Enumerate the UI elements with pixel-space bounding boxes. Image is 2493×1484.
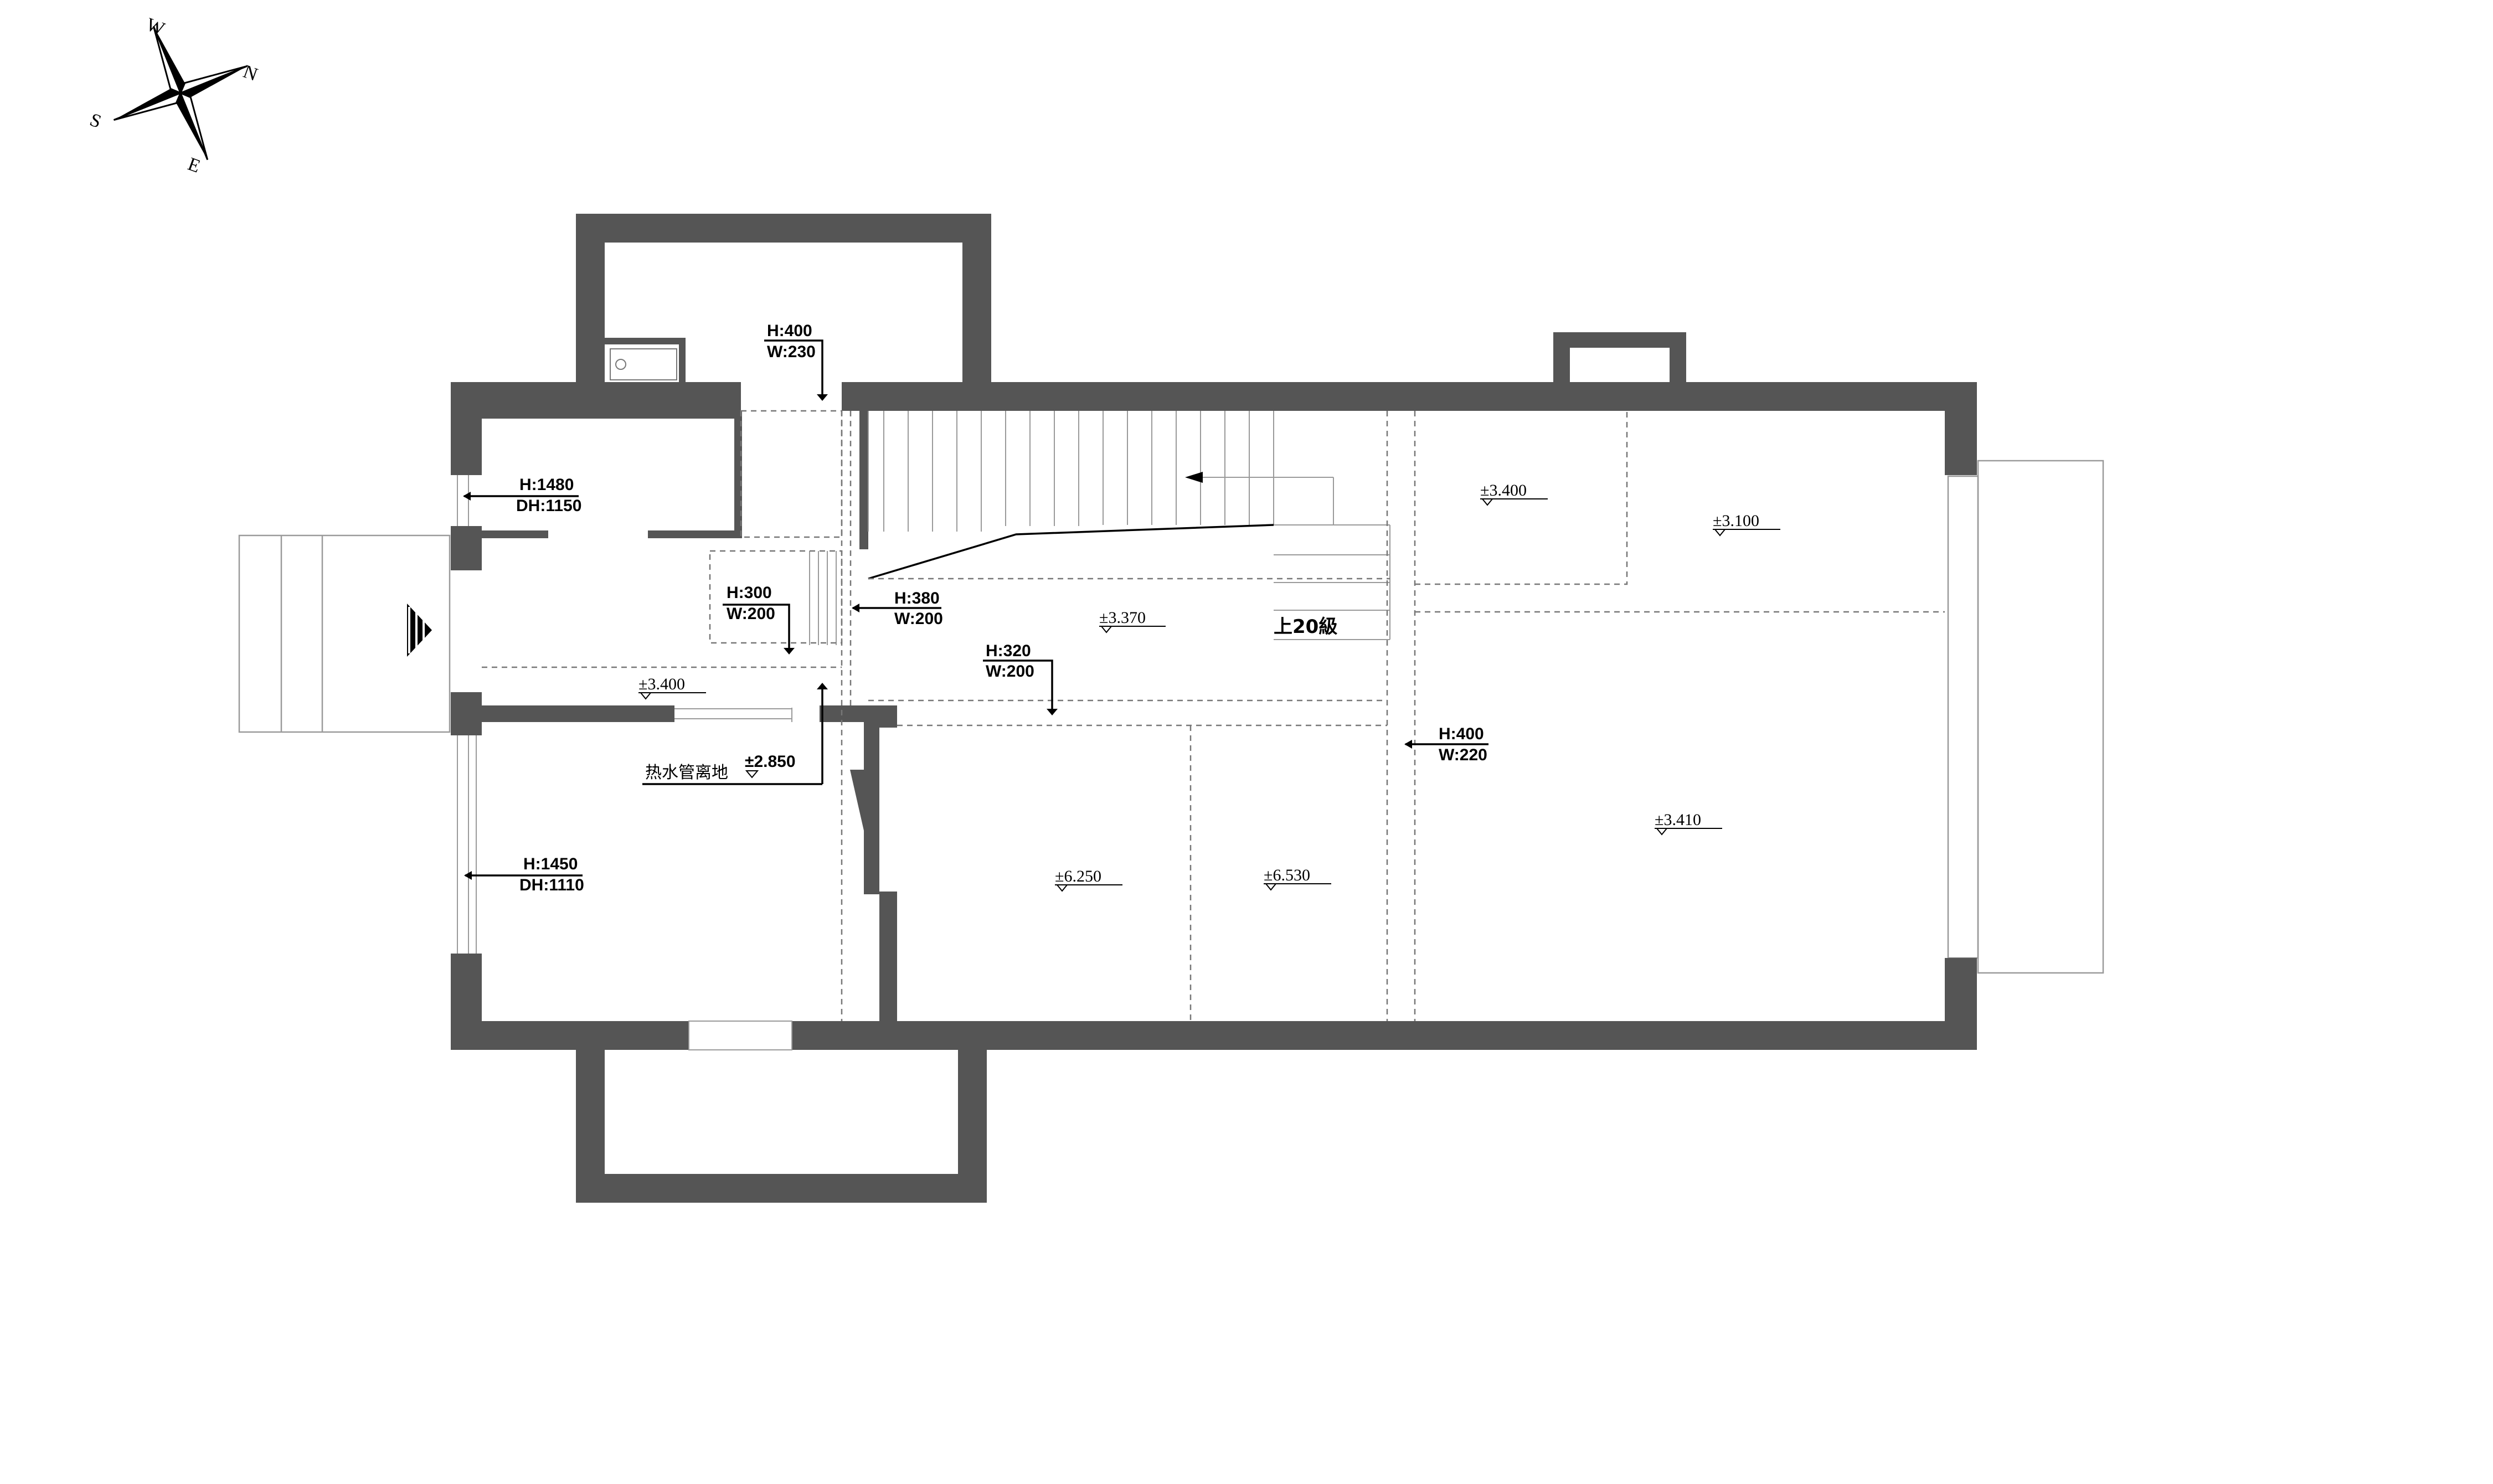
ceiling-dashed-lines — [482, 410, 1945, 1021]
annotation-east-door: H:400 W:220 — [1404, 725, 1488, 764]
annotation-west-window-upper: H:1480 DH:1150 — [463, 476, 581, 515]
hot-water-pipe-note: 热水管离地 — [645, 763, 728, 782]
annotation-top-door: H:400 W:230 — [764, 322, 828, 401]
west-window-upper-dh: DH:1150 — [516, 497, 581, 515]
inner-door-a-height: H:300 — [727, 584, 772, 602]
inner-door-b-width: W:200 — [894, 610, 943, 628]
inner-door-b-height: H:380 — [894, 589, 940, 607]
annotation-west-window-lower: H:1450 DH:1110 — [464, 855, 584, 894]
compass-south-label: S — [87, 110, 104, 132]
compass-north-label: N — [240, 61, 260, 85]
inner-door-c-width: W:200 — [986, 662, 1034, 681]
inner-door-a-width: W:200 — [727, 605, 775, 623]
level-mark-ne-large: ±3.100 — [1713, 512, 1780, 537]
east-window-glazing — [1947, 475, 1979, 959]
west-window-lower-height: H:1450 — [523, 855, 578, 873]
staircase — [809, 411, 1390, 645]
inner-door-c-height: H:320 — [986, 642, 1031, 660]
level-hall: ±3.370 — [1099, 609, 1146, 627]
openings — [457, 348, 842, 1050]
stair-walk-line — [868, 472, 1274, 580]
east-door-width: W:220 — [1439, 746, 1487, 764]
level-mark-corridor: ±3.400 — [638, 675, 706, 700]
annotation-inner-door-a: H:300 W:200 — [723, 584, 795, 655]
level-mark-hall: ±3.370 — [1099, 609, 1166, 633]
level-mark-ne-small: ±3.400 — [1480, 481, 1548, 506]
entrance-steps — [238, 534, 451, 733]
level-room-mid-right: ±6.530 — [1264, 866, 1310, 884]
level-room-mid-left: ±6.250 — [1055, 867, 1101, 885]
east-terrace — [1977, 460, 2104, 974]
entrance-arrow — [407, 604, 432, 657]
compass-west-label: W — [143, 14, 168, 40]
level-ne-room-large: ±3.100 — [1713, 512, 1759, 530]
hot-water-pipe-level: ±2.850 — [745, 753, 796, 771]
annotation-inner-door-b: H:380 W:200 — [852, 589, 943, 628]
annotation-hot-water-pipe: 热水管离地 ±2.850 — [642, 683, 828, 785]
level-mark-mid-right: ±6.530 — [1264, 866, 1331, 891]
level-ne-room-small: ±3.400 — [1480, 481, 1527, 499]
compass-east-label: E — [185, 154, 203, 177]
west-window-lower-dh: DH:1110 — [519, 876, 584, 894]
top-door-width: W:230 — [767, 343, 816, 361]
level-corridor: ±3.400 — [638, 675, 685, 693]
top-door-height: H:400 — [767, 322, 812, 340]
west-window-upper-height: H:1480 — [519, 476, 574, 494]
annotation-inner-door-c: H:320 W:200 — [983, 642, 1058, 715]
level-mark-mid-left: ±6.250 — [1055, 867, 1122, 892]
stair-step-count: 上20級 — [1274, 616, 1337, 638]
east-door-height: H:400 — [1439, 725, 1484, 743]
level-mark-east: ±3.410 — [1655, 811, 1722, 836]
compass-rose — [113, 25, 248, 161]
walls — [451, 214, 1977, 1203]
level-east-room: ±3.410 — [1655, 811, 1701, 829]
